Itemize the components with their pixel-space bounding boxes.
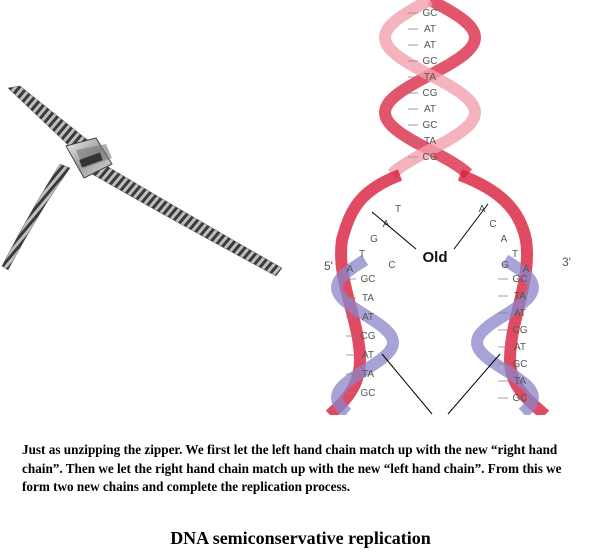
- base-pair-top-9: CG: [423, 152, 438, 163]
- right-helix-pair-4: AT: [514, 342, 526, 353]
- right-helix-pair-1: TA: [514, 291, 526, 302]
- base-pair-top-5: CG: [423, 88, 438, 99]
- right-helix-pair-0: GC: [513, 274, 528, 285]
- fork-left-base-2: G: [370, 234, 378, 245]
- left-helix-pair-3: CG: [361, 331, 376, 342]
- old-pointer-right: [453, 203, 489, 250]
- fork-left-base-0: T: [395, 204, 401, 215]
- left-helix-pair-5: TA: [362, 369, 374, 380]
- fork-right-base-4: A: [523, 264, 530, 275]
- base-pair-top-1: AT: [424, 24, 436, 35]
- left-helix-pair-4: AT: [362, 350, 374, 361]
- left-helix-pair-1: TA: [362, 293, 374, 304]
- fork-right-base-1: C: [489, 219, 496, 230]
- zipper-slider: [65, 137, 113, 179]
- five-prime-label: 5': [324, 259, 333, 273]
- fork-right-base-2: A: [501, 234, 508, 245]
- left-helix-pair-2: AT: [362, 312, 374, 323]
- old-label: Old: [423, 249, 448, 266]
- zipper-illustration: [1, 85, 283, 277]
- left-helix-pair-6: GC: [361, 388, 376, 399]
- right-helix-pair-6: TA: [514, 376, 526, 387]
- right-helix-pair-3: CG: [513, 325, 528, 336]
- old-strand-top-a: [379, 0, 481, 179]
- old-pointer-left: [371, 211, 417, 250]
- left-free-base-0: C: [388, 260, 395, 271]
- base-pair-top-2: AT: [424, 40, 436, 51]
- old-strand-top-b: [379, 0, 481, 179]
- base-pair-top-0: GC: [423, 8, 438, 19]
- new-pointer-left: [381, 353, 433, 415]
- right-helix-pair-5: GC: [513, 359, 528, 370]
- old-strand-right: [457, 169, 550, 415]
- right-helix-pair-2: AT: [514, 308, 526, 319]
- new-strand-right: [471, 254, 540, 415]
- new-strand-left: [330, 254, 399, 415]
- three-prime-label: 3': [562, 255, 571, 269]
- base-pair-top-6: AT: [424, 104, 436, 115]
- right-helix-pair-7: GC: [513, 393, 528, 404]
- zipper-right-tape: [91, 161, 283, 277]
- fork-left-base-4: A: [347, 264, 354, 275]
- zipper-left-tape: [1, 163, 71, 271]
- fork-right-base-3: T: [512, 249, 518, 260]
- left-helix-pair-0: GC: [361, 274, 376, 285]
- new-pointer-right: [447, 353, 501, 415]
- caption-text: Just as unzipping the zipper. We first l…: [22, 442, 562, 494]
- base-pair-top-4: TA: [424, 72, 436, 83]
- base-pair-top-3: GC: [423, 56, 438, 67]
- fork-left-base-3: T: [359, 249, 365, 260]
- old-strand-left: [325, 169, 403, 415]
- base-pair-top-8: TA: [424, 136, 436, 147]
- fork-right-base-0: A: [479, 204, 486, 215]
- figure-title: DNA semiconservative replication: [170, 528, 431, 548]
- base-pair-top-7: GC: [423, 120, 438, 131]
- right-free-base-0: G: [501, 260, 509, 271]
